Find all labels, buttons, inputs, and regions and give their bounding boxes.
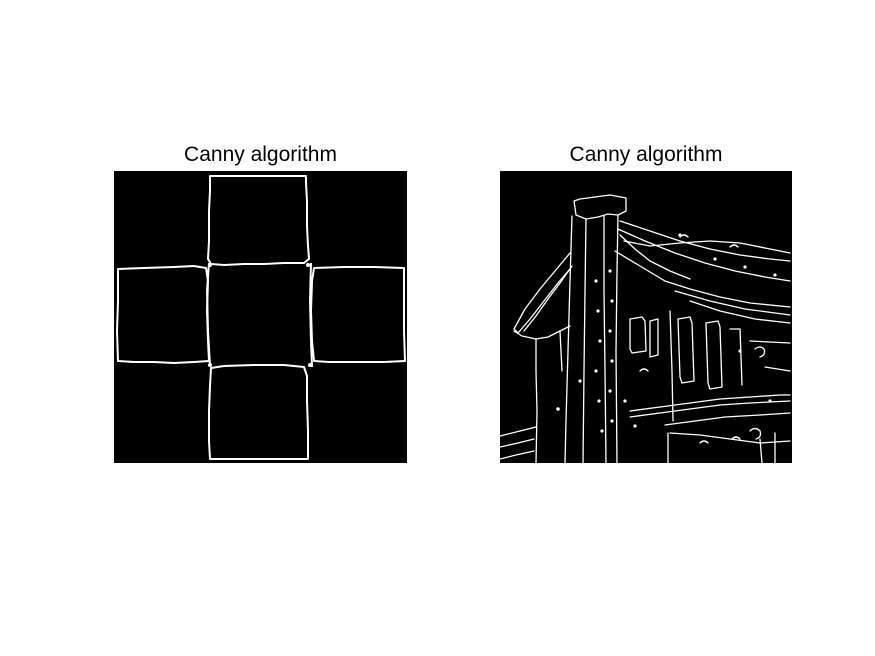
edge-center-left	[206, 262, 211, 367]
edge-balcony	[629, 394, 791, 412]
edge-map-building-svg	[500, 194, 791, 463]
canny-edge-map-squares	[114, 171, 407, 463]
subplot-title-right: Canny algorithm	[569, 143, 723, 166]
edge-left-roof	[513, 252, 571, 334]
edge-map-squares-svg	[116, 175, 406, 460]
edge-left-square	[116, 265, 210, 364]
edge-window-2	[649, 318, 659, 358]
edge-window-3	[677, 316, 695, 384]
edge-top-square	[207, 175, 310, 266]
subplot-title-left: Canny algorithm	[184, 143, 337, 166]
edge-window-1	[629, 316, 647, 354]
edge-right-roof	[619, 220, 791, 262]
edge-window-4	[705, 320, 723, 390]
edge-chimney	[573, 194, 627, 220]
canny-edge-map-building	[500, 171, 792, 463]
edge-center-right	[309, 262, 313, 368]
edge-bottom-square	[208, 364, 309, 460]
edge-right-square	[310, 266, 406, 363]
